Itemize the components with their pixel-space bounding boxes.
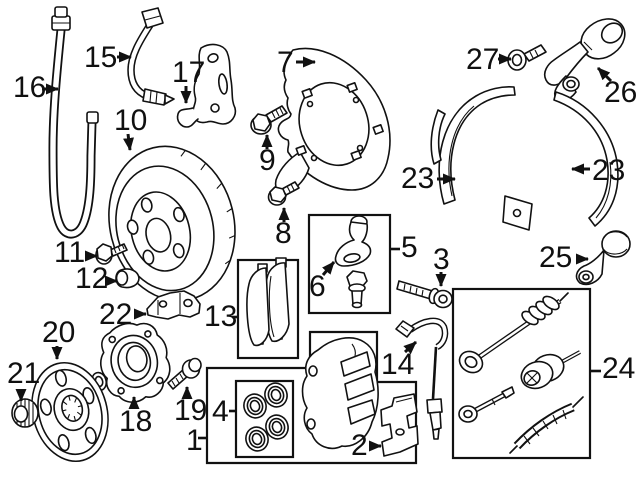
actuator-26-drawing bbox=[543, 18, 626, 102]
bracket-22-drawing bbox=[146, 290, 201, 320]
pad-retainer-2-drawing bbox=[380, 393, 419, 457]
bolt-8-drawing bbox=[267, 181, 300, 206]
callout-22: 22 bbox=[99, 298, 133, 331]
callout-14-arrow bbox=[403, 340, 418, 355]
brake-pipe-16-drawing bbox=[48, 6, 99, 239]
callout-11: 11 bbox=[54, 236, 86, 269]
screw-11-drawing bbox=[95, 243, 128, 265]
plug-12-drawing bbox=[115, 268, 140, 289]
brake-shoes-23-drawing bbox=[430, 86, 619, 231]
hub-20-drawing bbox=[31, 361, 109, 463]
bolt-27-drawing bbox=[507, 44, 547, 71]
callout-19: 19 bbox=[174, 394, 208, 427]
callout-1: 1 bbox=[186, 424, 203, 457]
callout-21: 21 bbox=[7, 357, 41, 390]
caliper-1-drawing bbox=[301, 337, 379, 450]
seals-box-4 bbox=[234, 379, 295, 459]
kit-box-5 bbox=[307, 213, 392, 315]
callout-13: 13 bbox=[204, 300, 238, 333]
callout-15: 15 bbox=[84, 41, 118, 74]
bracket-17-drawing bbox=[176, 43, 237, 128]
sensor-25-drawing bbox=[575, 230, 631, 286]
hose-14-drawing bbox=[395, 317, 449, 440]
callout-4: 4 bbox=[212, 395, 229, 428]
callout-5: 5 bbox=[401, 231, 418, 264]
callout-27: 27 bbox=[466, 43, 500, 76]
pads-box-13 bbox=[236, 257, 300, 360]
splash-shield-7-drawing bbox=[274, 47, 391, 195]
brake-hose-15-drawing bbox=[127, 7, 175, 106]
caliper-box-1 bbox=[205, 330, 419, 465]
callout-26-arrow bbox=[596, 66, 613, 83]
stud-19-drawing bbox=[167, 357, 202, 390]
callout-12: 12 bbox=[75, 262, 109, 295]
guide-boot-6-drawing bbox=[334, 215, 372, 267]
callout-2: 2 bbox=[351, 429, 368, 462]
seal-rings-4-drawing bbox=[243, 382, 289, 452]
spring-kit-24-drawing bbox=[458, 292, 584, 454]
callout-23-right: 23 bbox=[592, 154, 626, 187]
nut-21-drawing bbox=[11, 398, 39, 428]
callout-14: 14 bbox=[381, 348, 415, 381]
callout-23-left: 23 bbox=[401, 162, 435, 195]
rotor-10-drawing bbox=[108, 145, 236, 302]
callout-arrows bbox=[15, 51, 613, 452]
callout-6-arrow bbox=[321, 261, 336, 276]
hardware-box-24 bbox=[451, 287, 592, 460]
callout-9: 9 bbox=[259, 144, 276, 177]
callout-6: 6 bbox=[309, 270, 326, 303]
callout-24: 24 bbox=[602, 352, 636, 385]
callout-10: 10 bbox=[114, 104, 148, 137]
brake-pads-13-drawing bbox=[246, 257, 290, 347]
callout-8: 8 bbox=[275, 217, 292, 250]
bolt-9-drawing bbox=[250, 105, 288, 135]
bleeder-bolt-drawing bbox=[346, 270, 368, 309]
callout-25: 25 bbox=[539, 241, 573, 274]
callout-18: 18 bbox=[119, 405, 153, 438]
callout-3: 3 bbox=[433, 243, 450, 276]
callout-10-arrow bbox=[123, 133, 134, 151]
callout-20: 20 bbox=[42, 316, 76, 349]
callout-26: 26 bbox=[604, 76, 638, 109]
callout-16: 16 bbox=[13, 71, 47, 104]
bolt-3-drawing bbox=[396, 280, 453, 309]
callout-7: 7 bbox=[277, 46, 294, 79]
callout-17: 17 bbox=[172, 56, 206, 89]
bearing-18-drawing bbox=[100, 322, 171, 403]
